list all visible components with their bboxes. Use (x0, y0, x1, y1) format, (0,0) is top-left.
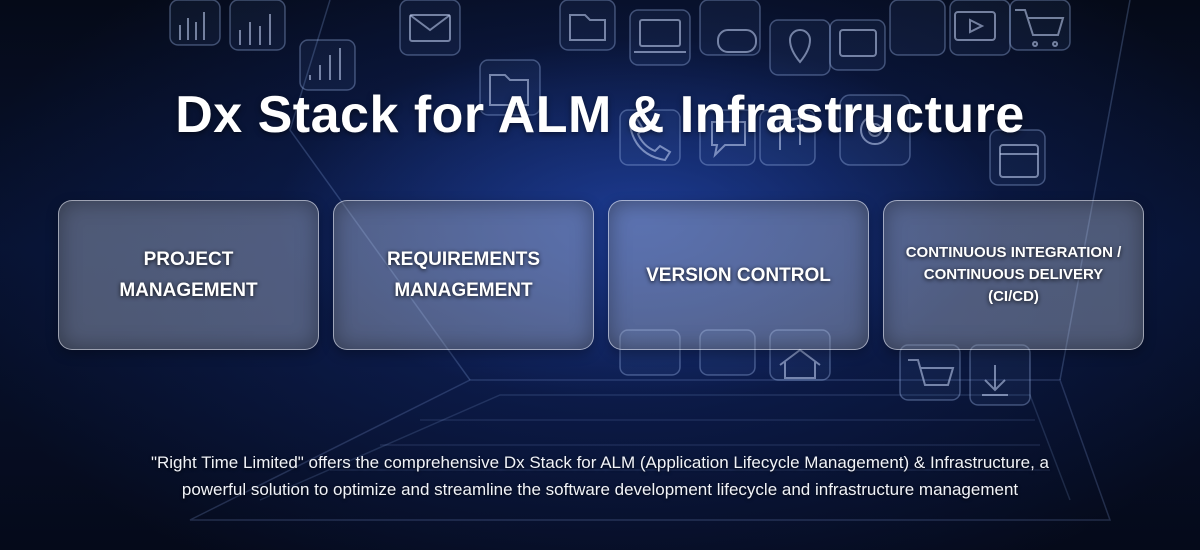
chat-icon (711, 121, 746, 159)
card-version-control[interactable]: VERSION CONTROL (608, 200, 869, 350)
card-ci-cd[interactable]: CONTINUOUS INTEGRATION / CONTINUOUS DELI… (883, 200, 1144, 350)
shopping-cart-icon (908, 359, 955, 386)
map-pin-icon (788, 29, 812, 64)
video-icon (954, 11, 996, 41)
gamepad-icon (717, 29, 757, 53)
laptop-icon (639, 19, 681, 47)
home-icon (779, 348, 821, 379)
shopping-cart-icon (1015, 9, 1065, 47)
phone-icon (628, 117, 672, 162)
card-label: VERSION CONTROL (646, 264, 831, 286)
briefcase-icon (839, 29, 877, 57)
card-label: CONTINUOUS INTEGRATION / CONTINUOUS DELI… (905, 244, 1122, 305)
card-requirements-management[interactable]: REQUIREMENTS MANAGEMENT (333, 200, 594, 350)
gear-icon (860, 115, 890, 145)
folder-icon (569, 14, 606, 41)
card-project-management[interactable]: PROJECT MANAGEMENT (58, 200, 319, 350)
calendar-icon (999, 144, 1039, 178)
signal-icon (309, 48, 341, 80)
page-title: Dx Stack for ALM & Infrastructure (175, 85, 1025, 144)
card-label: REQUIREMENTS MANAGEMENT (386, 249, 541, 301)
card-label: PROJECT MANAGEMENT (119, 249, 258, 301)
download-icon (982, 365, 1008, 396)
bar-chart-icon (179, 12, 205, 40)
mail-icon (409, 14, 451, 42)
folder-icon (489, 74, 529, 106)
description-text: "Right Time Limited" offers the comprehe… (150, 453, 1050, 499)
bar-chart-icon (239, 14, 271, 45)
music-note-icon (779, 116, 801, 150)
